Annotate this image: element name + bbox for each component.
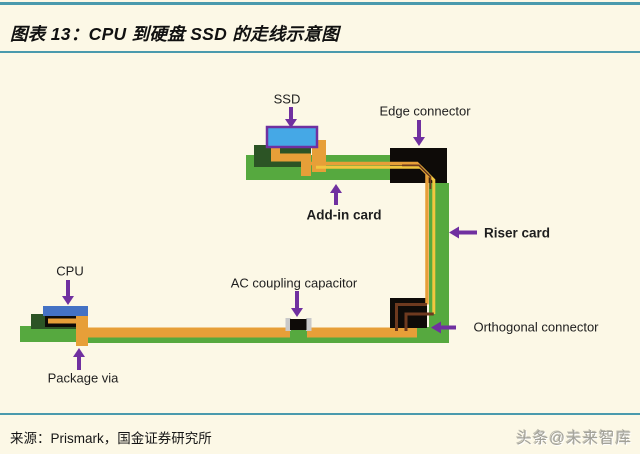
riser-card-pcb bbox=[429, 183, 449, 343]
source-text: 来源：Prismark，国金证券研究所 bbox=[10, 431, 212, 446]
motherboard-trace-band bbox=[84, 327, 417, 338]
ac-coupling-capacitor-label: AC coupling capacitor bbox=[230, 275, 358, 291]
cpu-arrow bbox=[62, 280, 74, 305]
edge-connector-label: Edge connector bbox=[379, 103, 471, 119]
capacitor-trace-gap bbox=[290, 329, 307, 343]
edge-connector-bend-trace bbox=[402, 164, 432, 189]
ac-coupling-capacitor-arrow bbox=[291, 291, 303, 317]
add-in-card-arrow bbox=[330, 184, 342, 205]
add-in-card-label: Add-in card bbox=[306, 207, 382, 223]
motherboard-pcb-strip bbox=[84, 337, 449, 343]
capacitor-terminal-left bbox=[285, 318, 291, 331]
orthogonal-connector-arrow bbox=[431, 321, 456, 334]
riser-card-arrow bbox=[449, 226, 477, 239]
orthogonal-trace-inner bbox=[404, 312, 434, 331]
watermark-text: 头条@未来智库 bbox=[516, 430, 632, 447]
package-via-label: Package via bbox=[47, 370, 119, 386]
riser-card-label: Riser card bbox=[483, 225, 551, 241]
cpu-package-trace bbox=[48, 318, 84, 324]
cpu-label: CPU bbox=[56, 263, 84, 279]
figure-title: 图表 13：CPU 到硬盘 SSD 的走线示意图 bbox=[10, 24, 340, 44]
ssd-chip bbox=[265, 125, 319, 149]
package-via-arrow bbox=[73, 348, 85, 370]
package-via bbox=[76, 314, 88, 346]
footer-rule bbox=[0, 413, 640, 415]
ssd-label: SSD bbox=[273, 91, 301, 107]
ssd-breakout-stub bbox=[271, 145, 280, 158]
capacitor-terminal-right bbox=[306, 318, 312, 331]
edge-connector-arrow bbox=[413, 120, 425, 146]
motherboard-pcb bbox=[20, 326, 84, 342]
orthogonal-connector-label: Orthogonal connector bbox=[473, 319, 599, 335]
ssd-arrow bbox=[285, 107, 297, 128]
cpu-die bbox=[43, 306, 88, 316]
title-underline-rule bbox=[0, 51, 640, 53]
orthogonal-trace-outer bbox=[395, 303, 427, 331]
top-rule bbox=[0, 2, 640, 5]
ac-coupling-capacitor-body bbox=[290, 319, 307, 330]
ssd-breakout-horizontal bbox=[271, 153, 311, 162]
